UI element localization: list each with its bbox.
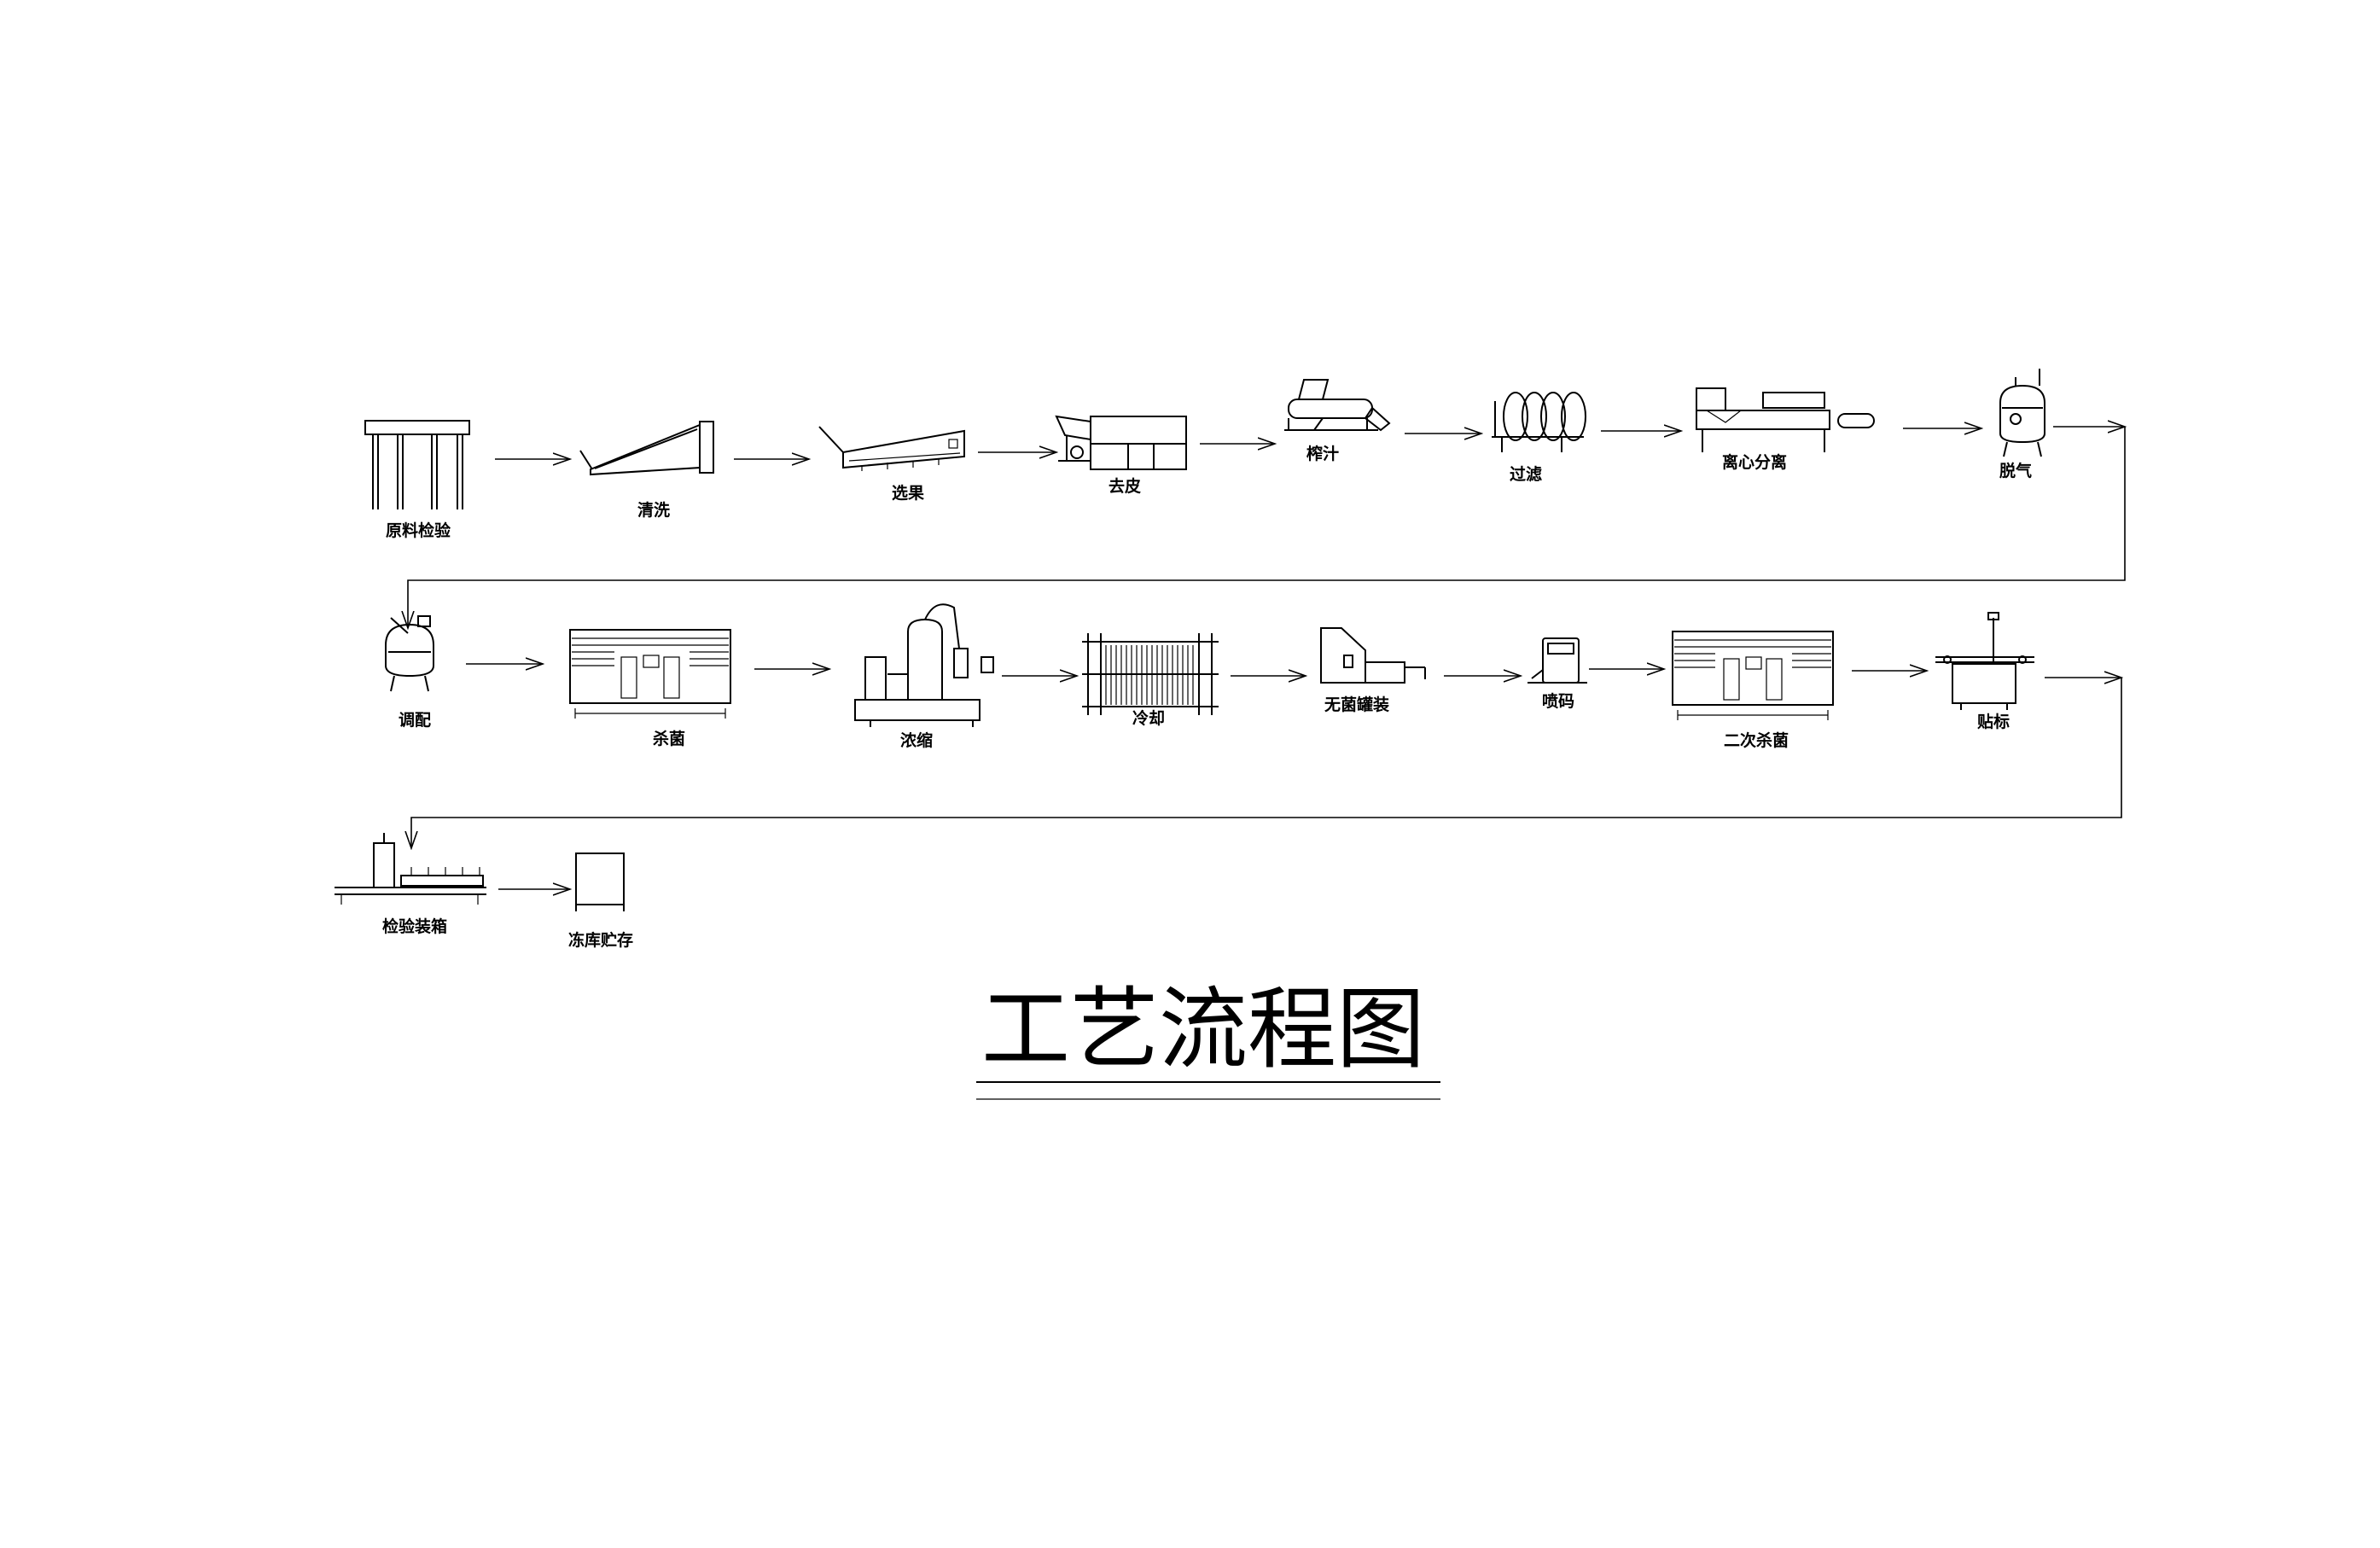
step-label-s3: 选果: [892, 484, 924, 503]
deaerator-tank-icon: [1999, 369, 2045, 457]
step-label-s5: 榨汁: [1306, 444, 1339, 463]
evaporator-icon: [854, 603, 994, 727]
filter-machine-icon: [1492, 392, 1586, 452]
peeling-machine-icon: [1055, 415, 1187, 470]
inkjet-coder-icon: [1528, 637, 1587, 684]
second-sterilizer-icon: [1672, 631, 1834, 720]
step-label-s7: 离心分离: [1722, 452, 1787, 472]
arrow-row2-to-s17: [411, 678, 2122, 848]
step-label-s13: 无菌罐装: [1324, 695, 1389, 714]
step-label-s2: 清洗: [637, 500, 670, 520]
aseptic-filler-icon: [1320, 627, 1426, 684]
step-label-s10: 杀菌: [653, 729, 685, 748]
step-label-s17: 检验装箱: [382, 917, 447, 936]
step-label-s14: 喷码: [1542, 692, 1574, 711]
step-label-s1: 原料检验: [386, 521, 451, 540]
sorting-conveyor-icon: [818, 426, 965, 471]
step-label-s9: 调配: [399, 711, 431, 730]
juicer-machine-icon: [1284, 379, 1391, 432]
inspection-table-icon: [364, 420, 470, 509]
step-label-s15: 二次杀菌: [1724, 730, 1789, 750]
step-label-s18: 冻库贮存: [568, 930, 633, 950]
step-label-s16: 贴标: [1977, 713, 2010, 731]
centrifuge-icon: [1696, 387, 1875, 452]
step-label-s4: 去皮: [1109, 476, 1141, 496]
blending-tank-icon: [385, 615, 434, 692]
step-label-s12: 冷却: [1132, 708, 1165, 728]
labeling-machine-icon: [1935, 612, 2034, 710]
packing-line-icon: [335, 833, 486, 905]
flow-arrows: [408, 427, 2125, 889]
step-label-s11: 浓缩: [900, 730, 933, 750]
step-label-s8: 脱气: [1999, 461, 2032, 480]
cooler-icon: [1082, 633, 1219, 715]
sterilizer-icon: [569, 629, 731, 719]
arrow-row1-to-s9: [408, 427, 2126, 628]
washing-machine-icon: [579, 421, 714, 476]
diagram-title: 工艺流程图: [981, 977, 1425, 1081]
step-label-s6: 过滤: [1510, 465, 1542, 484]
cold-storage-icon: [575, 853, 625, 911]
